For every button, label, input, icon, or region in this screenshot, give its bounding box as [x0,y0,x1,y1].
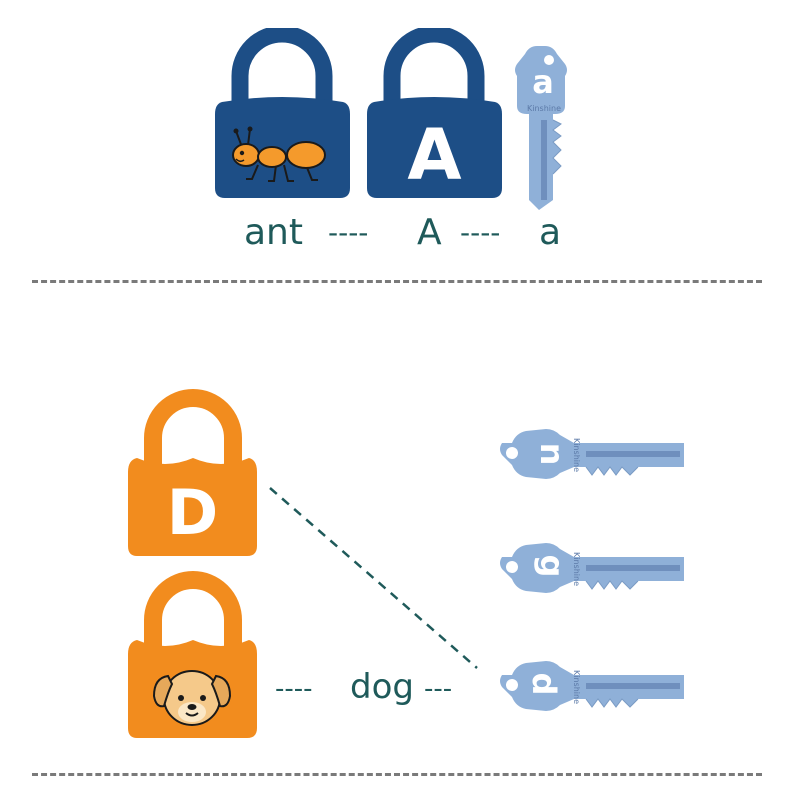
caption-word-ant: ant [244,212,303,253]
key-g-letter: g [533,554,571,578]
caption-word-dog: dog [350,667,414,707]
key-n [494,413,686,495]
letter-lock-d [125,388,260,560]
key-g-brand: Kinshine [572,552,581,586]
caption-dash-1: ---- [328,216,369,249]
connector-dashed-line [262,480,487,675]
key-n-letter: n [533,442,571,466]
ant-lock [210,28,355,203]
caption-dash-right: --- [424,674,453,704]
key-d-brand: Kinshine [572,670,581,704]
letter-lock-d-label: D [166,476,219,549]
key-n-brand: Kinshine [572,438,581,472]
caption-lower-a: a [539,212,562,253]
caption-upper-a: A [417,212,442,253]
key-d-letter: d [525,672,563,696]
dog-face-icon [150,662,234,732]
key-a-letter: a [532,63,554,101]
divider-bottom [32,773,762,776]
caption-dash-2: ---- [460,216,501,249]
key-d [494,645,686,727]
ant-icon [228,125,333,187]
key-a-brand: Kinshine [527,104,561,113]
letter-lock-a-label: A [407,114,462,196]
letter-lock-a [362,28,507,203]
caption-dash-left: ---- [275,674,313,704]
key-a [509,40,573,212]
key-g [494,527,686,609]
divider-top [32,280,762,283]
